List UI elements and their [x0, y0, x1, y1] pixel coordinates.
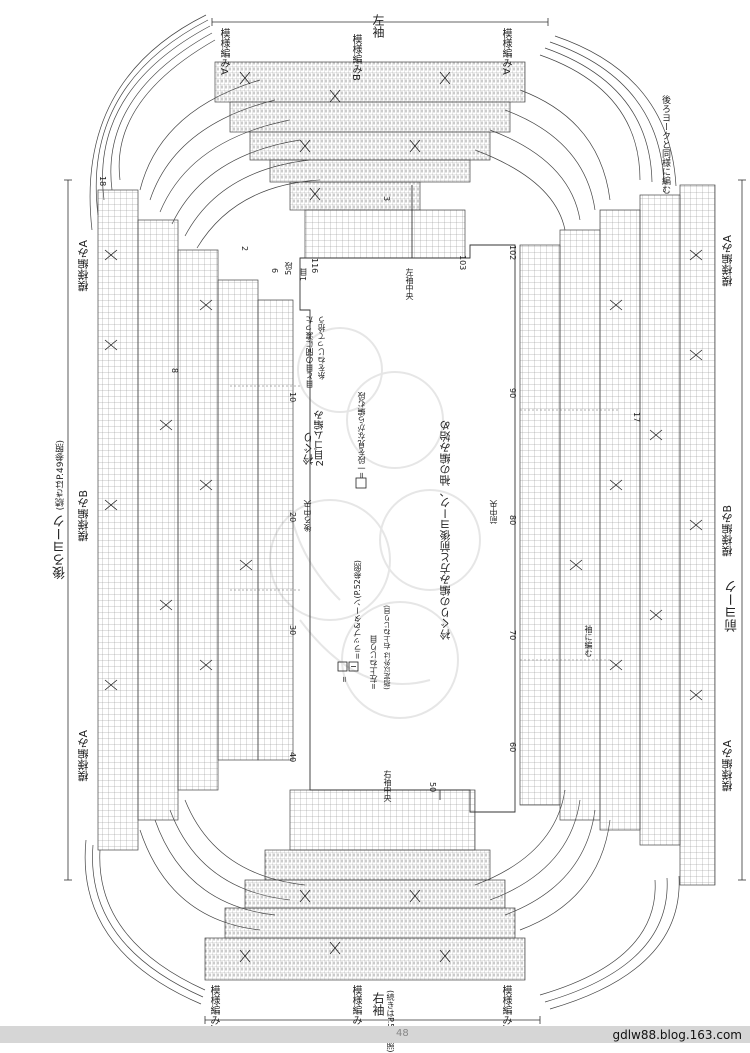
- back-yoke-label: 後ろヨーク (続きはP.49参照): [53, 440, 68, 580]
- sleeve-same-note: 袖に編む: [584, 625, 593, 657]
- collar-label: 衿ぐり: [302, 432, 315, 465]
- num-40: 40: [288, 752, 297, 763]
- front-yoke-label: 前ヨーク: [725, 580, 740, 632]
- right-sleeve-ref: (続きはP.50参照): [386, 990, 395, 1053]
- legend-twist: =左上ねじり目: [369, 635, 378, 690]
- back-yoke-title: 後ろヨーク: [53, 514, 68, 580]
- footer-bar: 48 gdlw88.blog.163.com: [0, 1026, 750, 1043]
- center-back-label: 後ろ中央: [303, 500, 312, 532]
- legend-row: =一段を見ながら編む段: [357, 392, 366, 479]
- footer-url: gdlw88.blog.163.com: [612, 1028, 742, 1042]
- pattern-a-top-right: 模様編みA: [500, 28, 511, 75]
- pattern-b-bottom: 模様編みB: [350, 985, 361, 1032]
- legend-symbols: [337, 477, 367, 672]
- pattern-a-top-left: 模様編みA: [218, 28, 229, 75]
- num-80: 80: [508, 515, 517, 526]
- pattern-a-right-top: 模様編みA: [721, 235, 734, 287]
- num-3: 3: [382, 196, 391, 202]
- pattern-a-left-bottom: 模様編みA: [77, 730, 90, 782]
- pattern-a-left-top: 模様編みA: [77, 240, 90, 292]
- num-90: 90: [508, 388, 517, 399]
- pickup-rows: 5段: [284, 262, 293, 276]
- pattern-a-right-bottom: 模様編みA: [721, 740, 734, 792]
- num-103: 103: [458, 255, 467, 271]
- legend-twist-note: (指定以外は 右上ねじり目): [383, 605, 391, 690]
- diagram-title: 衿ぐりの編み方と前後ヨーク、袖の編み始め: [439, 420, 452, 640]
- num-20: 20: [288, 512, 297, 523]
- num-50: 50: [428, 782, 437, 793]
- num-10: 10: [288, 392, 297, 403]
- num-102: 102: [508, 245, 517, 261]
- left-sleeve-chart: [214, 61, 526, 259]
- num-18: 18: [98, 176, 107, 187]
- center-front-label: 前中央: [489, 500, 498, 524]
- first-row: 1目: [299, 268, 308, 282]
- guide-lines: [230, 385, 620, 661]
- num-30: 30: [288, 625, 297, 636]
- legend-wrap-turn: =ラップ&ターン(P.52参照): [353, 560, 362, 660]
- num-8: 8: [170, 368, 179, 374]
- pattern-a-bottom-right: 模様編みA: [500, 985, 511, 1032]
- left-sleeve-center-label: 左袖中央: [405, 268, 414, 300]
- num-60: 60: [508, 742, 517, 753]
- collar-note2: 糸をねじって拾う: [317, 316, 326, 380]
- watermark-balls: [269, 327, 481, 719]
- num-17: 17: [632, 412, 641, 423]
- pattern-b-top: 模様編みB: [350, 34, 361, 81]
- page-number: 48: [396, 1028, 409, 1039]
- back-yoke-note: (続きはP.49参照): [56, 440, 66, 511]
- num-2: 2: [240, 246, 249, 252]
- collar-note1: 目と目の間に渡った: [305, 316, 314, 388]
- right-sleeve-label: 右袖: [371, 992, 385, 1016]
- num-70: 70: [508, 630, 517, 641]
- pattern-b-left: 模様編みB: [77, 490, 90, 542]
- collar-frame: [299, 185, 516, 813]
- back-yoke-same-note: 後ろヨークと同様に編む: [660, 95, 670, 194]
- right-sleeve-center-label: 右袖中央: [383, 770, 392, 802]
- front-yoke-chart: [519, 184, 716, 886]
- num-6: 6: [270, 268, 279, 274]
- legend-purl: =: [340, 676, 349, 683]
- left-sleeve-label: 左袖: [371, 14, 385, 38]
- pattern-a-bottom-left: 模様編みA: [208, 985, 219, 1032]
- collar-rib-label: 2目ゴム編み: [315, 410, 326, 467]
- measure-brackets: [64, 18, 746, 1024]
- back-yoke-chart: [97, 189, 294, 851]
- right-sleeve-chart: [204, 789, 526, 981]
- pattern-b-right: 模様編みB: [721, 505, 734, 557]
- num-116: 116: [310, 258, 319, 274]
